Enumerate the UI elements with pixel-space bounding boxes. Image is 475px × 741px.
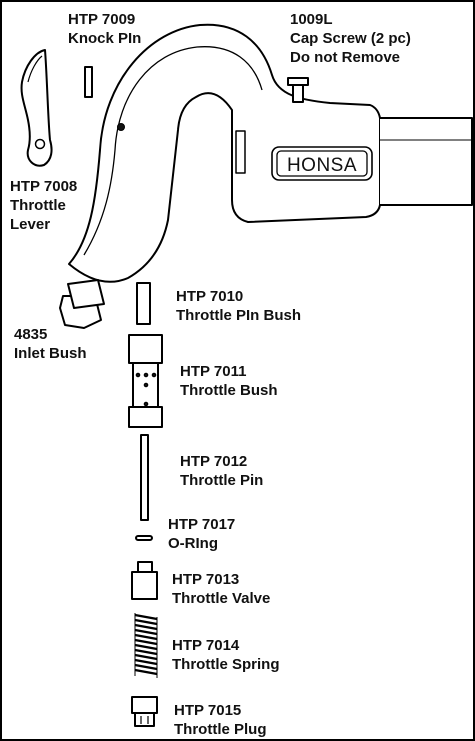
throttle-plug-part xyxy=(131,696,158,727)
throttle-pin-bush-part xyxy=(136,282,151,325)
brand-text: HONSA xyxy=(287,155,357,176)
throttle-valve-part xyxy=(131,561,158,600)
o-ring-part xyxy=(135,535,153,541)
throttle-spring-part xyxy=(134,613,158,678)
tool-body xyxy=(68,23,473,283)
throttle-lever-part xyxy=(20,49,53,167)
inlet-bush-part xyxy=(59,279,105,329)
throttle-bush-part xyxy=(128,334,163,428)
cap-screw-part xyxy=(287,77,309,103)
knock-pin-part xyxy=(84,66,93,98)
throttle-pin-part xyxy=(140,434,149,521)
